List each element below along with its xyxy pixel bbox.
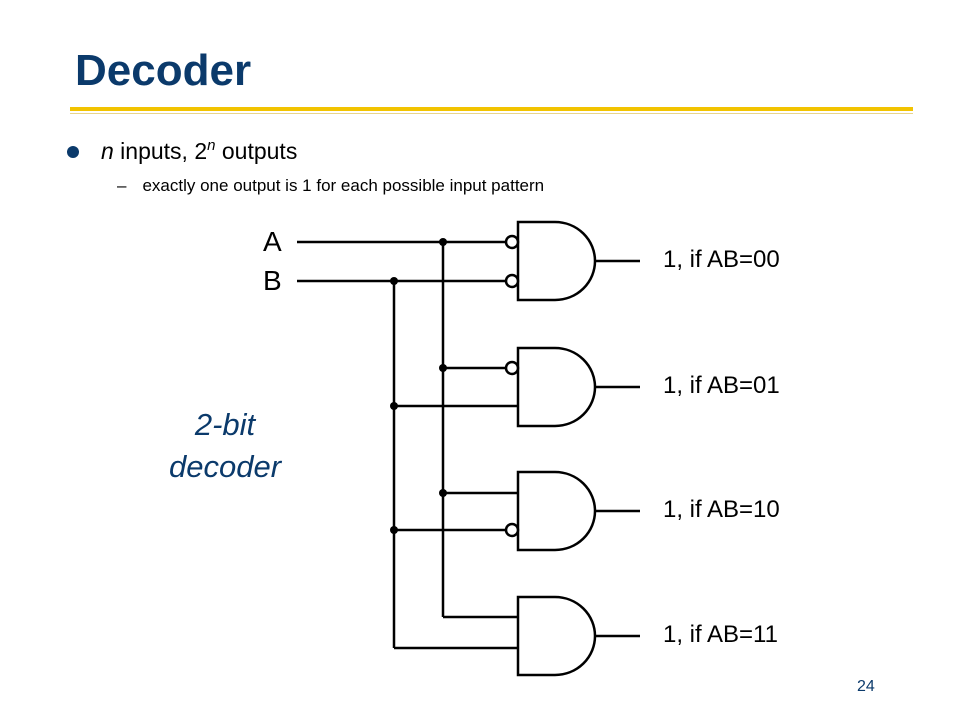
bullet-text-mid: inputs, 2 xyxy=(113,138,208,164)
bullet-text-end: outputs xyxy=(215,138,298,164)
junction-dot xyxy=(439,238,447,246)
page-number: 24 xyxy=(857,678,875,695)
bullet-superscript: n xyxy=(207,137,216,154)
bullet-italic-n: n xyxy=(101,138,114,164)
and-gate-1 xyxy=(516,220,597,302)
inverter-bubble-1a xyxy=(504,234,520,250)
sub-bullet-text: exactly one output is 1 for each possibl… xyxy=(142,176,545,195)
junction-dot xyxy=(439,489,447,497)
output-label-4: 1, if AB=11 xyxy=(663,621,778,648)
input-label-a: A xyxy=(263,226,282,257)
output-label-1: 1, if AB=00 xyxy=(663,246,780,273)
junction-dot xyxy=(390,402,398,410)
and-gate-3 xyxy=(516,470,597,552)
output-label-2: 1, if AB=01 xyxy=(663,372,780,399)
junction-dot xyxy=(390,526,398,534)
and-gate-4 xyxy=(516,595,597,677)
inverter-bubble-2a xyxy=(504,360,520,376)
title-underline xyxy=(70,107,913,111)
side-label-line1: 2-bit xyxy=(194,407,256,442)
bullet-text: n inputs, 2n outputs xyxy=(101,137,297,165)
input-label-b: B xyxy=(263,265,282,296)
decoder-side-label: 2-bit decoder xyxy=(130,404,320,488)
title-underline-thin xyxy=(70,113,913,114)
sub-bullet: –exactly one output is 1 for each possib… xyxy=(117,176,544,196)
junction-dot xyxy=(439,364,447,372)
junction-dot xyxy=(390,277,398,285)
main-bullet: n inputs, 2n outputs xyxy=(67,137,297,165)
output-label-3: 1, if AB=10 xyxy=(663,496,780,523)
side-label-line2: decoder xyxy=(168,449,282,484)
sub-bullet-dash: – xyxy=(117,176,127,195)
inverter-bubble-3b xyxy=(504,522,520,538)
bullet-dot-icon xyxy=(67,146,79,158)
and-gate-2 xyxy=(516,346,597,428)
slide-title: Decoder xyxy=(75,46,252,95)
inverter-bubble-1b xyxy=(504,273,520,289)
